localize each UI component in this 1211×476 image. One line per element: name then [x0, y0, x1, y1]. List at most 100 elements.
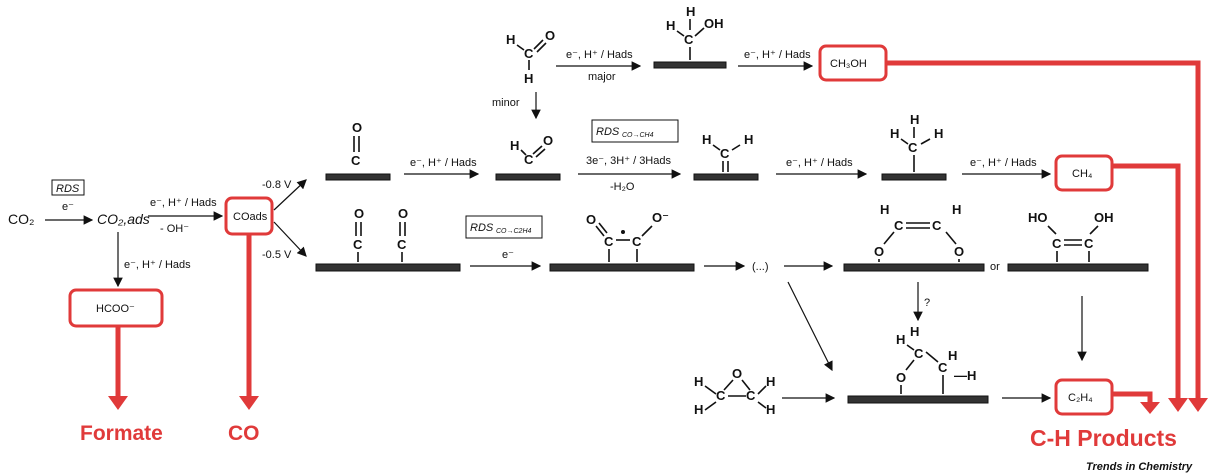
atom-c-2co-b: C: [397, 237, 407, 252]
bond-m-oh: [694, 27, 705, 37]
rds-sub-ch4: CO→CH4: [622, 132, 654, 139]
surface-ochcho: [843, 263, 985, 272]
bond-occo-r: [641, 225, 653, 237]
bond-c-o-cho-a: [532, 145, 543, 155]
bond-en-ol: [1047, 225, 1057, 235]
atom-c-br-l: C: [894, 218, 904, 233]
e-h-label-7: e⁻, H⁺ / Hads: [970, 157, 1037, 169]
atom-h-ep-4: H: [766, 402, 775, 417]
bond-ch3-r: [920, 138, 931, 145]
atom-ho-l: HO: [1028, 210, 1048, 225]
surface-cho: [495, 173, 561, 181]
bond-en-or: [1089, 225, 1099, 235]
product-ch: C-H Products: [1030, 425, 1177, 451]
atom-h-cho: H: [510, 138, 519, 153]
bond-c-o-cho-b: [535, 148, 546, 158]
atom-h-oe-2: H: [910, 324, 919, 339]
or-label: or: [990, 261, 1000, 273]
atom-oh-r: OH: [1094, 210, 1114, 225]
atom-c-m: C: [684, 32, 694, 47]
voltage-05: -0.5 V: [262, 249, 292, 261]
atom-c-oe-r: C: [938, 360, 948, 375]
co-arrowhead: [239, 396, 259, 410]
atom-o-oe: O: [896, 370, 906, 385]
atom-c-br-r: C: [932, 218, 942, 233]
atom-o-fa: O: [545, 28, 555, 43]
species-co2: CO₂: [8, 211, 34, 227]
arrow-branch-05: [273, 221, 307, 257]
atom-c-1: C: [351, 153, 361, 168]
bond-h-c-cho: [520, 149, 527, 156]
product-co: CO: [228, 422, 260, 445]
e-label-1: e⁻: [62, 201, 74, 213]
bond-fa-h1: [516, 44, 525, 51]
atom-c-oe-l: C: [914, 346, 924, 361]
atom-h-oe-1: H: [896, 332, 905, 347]
ellipsis-label: (...): [752, 261, 769, 273]
e-h-label-2: e⁻, H⁺ / Hads: [124, 259, 191, 271]
species-c2h4: C₂H₄: [1068, 392, 1093, 404]
atom-o-2co-a: O: [354, 206, 364, 221]
bond-occo-l2: [598, 222, 608, 234]
atom-c-ep-l: C: [716, 388, 726, 403]
atom-h-ch2-l: H: [702, 132, 711, 147]
atom-c-occo-r: C: [632, 234, 642, 249]
atom-h-fa-1: H: [506, 32, 515, 47]
rds-sub-c2h4: CO→C2H4: [496, 228, 532, 235]
rds-box-c2h4: [465, 215, 543, 239]
atom-h-m-top: H: [686, 4, 695, 19]
ch4-arrowhead: [1168, 398, 1188, 412]
surface-ch2: [693, 173, 759, 181]
e-h-label-5: e⁻, H⁺ / Hads: [744, 49, 811, 61]
bond-br-ol: [883, 231, 895, 245]
three-e-label: 3e⁻, 3H⁺ / 3Hads: [586, 155, 671, 167]
atom-o-occo-r: O⁻: [652, 210, 669, 225]
bond-ch2-r: [731, 144, 741, 151]
species-hcoo: HCOO⁻: [96, 303, 135, 315]
atom-o-cho: O: [543, 133, 553, 148]
atom-c-ch2: C: [720, 146, 730, 161]
e-h-label-3: e⁻, H⁺ / Hads: [410, 157, 477, 169]
bond-ep-h3: [757, 385, 767, 395]
rds-box-ch4: [591, 119, 679, 143]
atom-o-1: O: [352, 120, 362, 135]
ch3oh-path: [886, 60, 1201, 398]
atom-c-ch3: C: [908, 140, 918, 155]
atom-h-ch2-r: H: [744, 132, 753, 147]
journal-footer: Trends in Chemistry: [1086, 461, 1193, 473]
e-h-label-6: e⁻, H⁺ / Hads: [786, 157, 853, 169]
bond-ch2-l: [712, 144, 721, 151]
atom-c-2co-a: C: [353, 237, 363, 252]
atom-h-ep-1: H: [694, 374, 703, 389]
rds-label-ch4: RDS: [596, 126, 620, 138]
bond-oe-cc: [925, 351, 939, 363]
species-co2-ads: CO₂,ads: [97, 211, 150, 227]
c2h4-arrowhead: [1140, 402, 1160, 414]
rds-label-main: RDS: [56, 183, 80, 195]
arrow-dots-down: [787, 281, 833, 372]
rds-label-c2h4: RDS: [470, 222, 494, 234]
atom-h-oe-4: —H: [954, 368, 976, 383]
surface-co-upper: [325, 173, 391, 181]
atom-h-m-left: H: [666, 18, 675, 33]
surface-ch3: [881, 173, 947, 181]
atom-o-ep: O: [732, 366, 742, 381]
c2h4-path: [1112, 391, 1153, 402]
bond-ep-h1: [704, 385, 717, 395]
rds-box-main: [51, 179, 85, 196]
bond-ep-h4: [757, 401, 767, 409]
atom-c-ep-r: C: [746, 388, 756, 403]
atom-c-cho: C: [524, 152, 534, 167]
arrow-branch-08: [273, 179, 307, 211]
surface-enediol: [1007, 263, 1149, 272]
product-formate: Formate: [80, 422, 163, 445]
minus-h2o-label: -H₂O: [610, 181, 635, 193]
formate-arrowhead: [108, 396, 128, 410]
atom-o-br-r: O: [954, 244, 964, 259]
atom-oh-m: OH: [704, 16, 724, 31]
major-label: major: [588, 71, 616, 83]
atom-h-ch3-r: H: [934, 126, 943, 141]
radical-dot: [621, 230, 625, 234]
surface-ch2oh: [653, 61, 727, 69]
